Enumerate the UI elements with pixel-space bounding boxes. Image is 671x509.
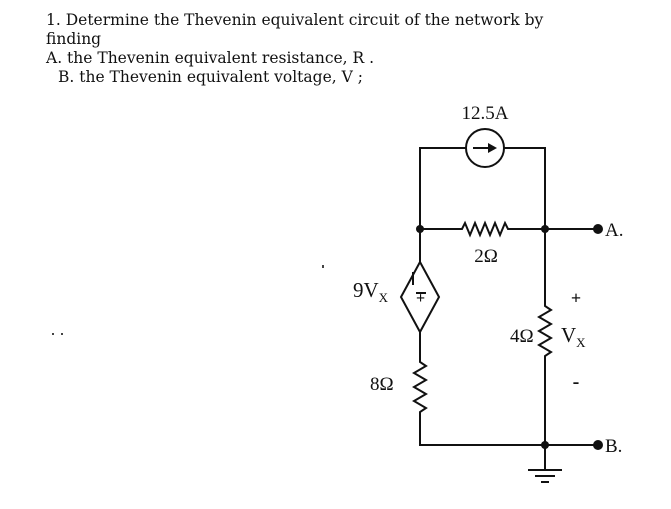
problem-item-b: B. the Thevenin equivalent voltage, V ; [58,68,363,86]
problem-item-a: A. the Thevenin equivalent resistance, R… [46,49,375,67]
wire-top-left [419,147,466,229]
current-source-loop [419,147,546,229]
resistor-2-ohm-label: 2Ω [474,246,498,267]
terminal-b-dot [593,440,603,450]
scan-speck [322,265,324,268]
wire-top-right [504,147,546,229]
resistor-8-ohm-label: 8Ω [370,374,394,395]
problem-line-2: finding [46,30,102,48]
terminal-a-dot [593,224,603,234]
dependent-source-label: 9VX [353,278,389,305]
resistor-2-ohm [420,220,598,238]
vx-plus-sign: + [571,288,581,308]
vx-label: VX [561,323,586,350]
resistor-4-ohm [537,229,553,445]
terminal-b-label: B. [605,436,622,457]
scan-speck [52,333,54,335]
resistor-4-ohm-label: 4Ω [510,326,534,347]
resistor-8-ohm [412,332,545,446]
current-source-label: 12.5A [462,103,509,124]
terminal-a-label: A. [605,220,623,241]
dependent-source-sign: + [416,290,425,307]
problem-statement: 1. Determine the Thevenin equivalent cir… [46,11,543,87]
scan-speck [61,333,63,335]
ground-symbol [528,445,562,483]
vx-minus-sign: - [573,371,580,393]
problem-line-1: 1. Determine the Thevenin equivalent cir… [46,11,544,29]
current-source [465,128,505,168]
